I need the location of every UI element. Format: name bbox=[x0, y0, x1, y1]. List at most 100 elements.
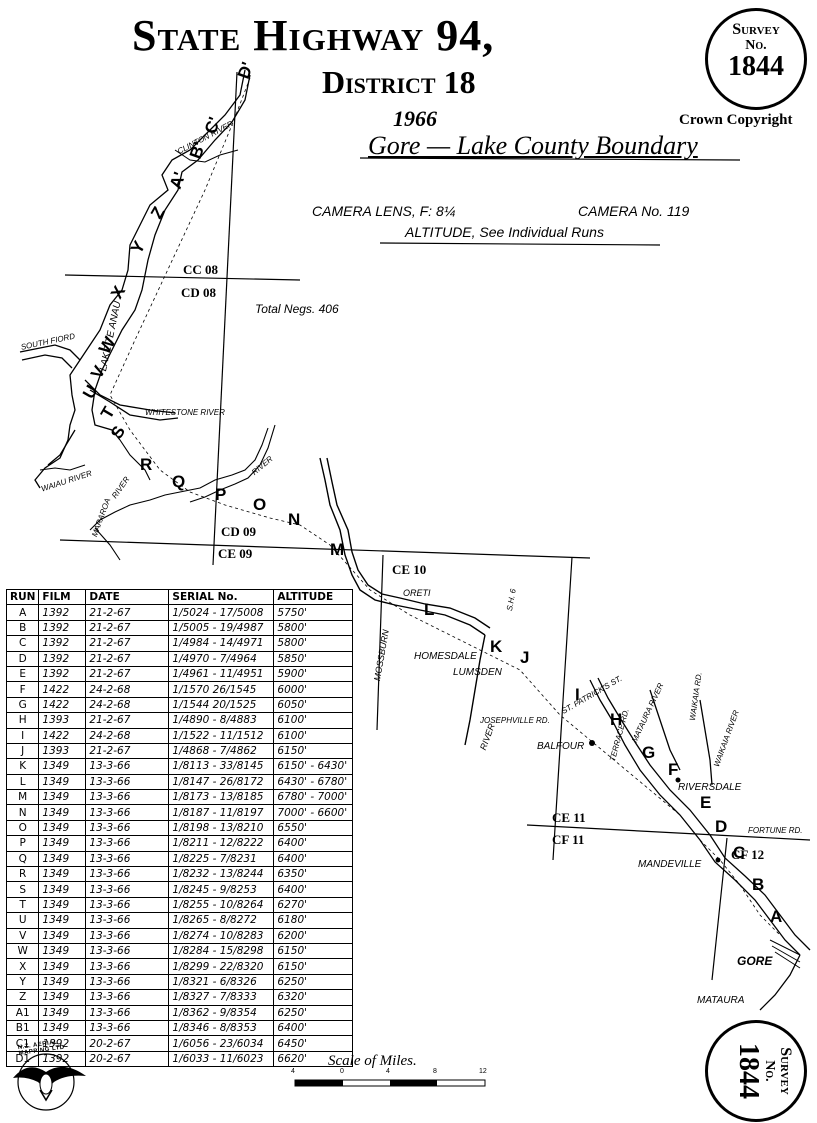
cell-altitude: 6200' bbox=[273, 927, 354, 944]
run-letter-f: F bbox=[668, 760, 678, 779]
cell-date: 24-2-68 bbox=[85, 727, 170, 744]
cell-film: 1349 bbox=[38, 758, 87, 775]
sheet-grid-lines bbox=[59, 71, 811, 981]
place-whitestone-river: WHITESTONE RIVER bbox=[145, 408, 225, 417]
cell-run: U bbox=[5, 912, 40, 929]
cell-altitude: 6000' bbox=[273, 681, 354, 698]
cell-date: 13-3-66 bbox=[85, 881, 170, 898]
place-fortune-rd: FORTUNE RD. bbox=[748, 826, 803, 835]
cell-serial: 1/8299 - 22/8320 bbox=[168, 958, 275, 975]
cell-run: L bbox=[5, 773, 40, 791]
run-letter-e: E bbox=[700, 793, 711, 812]
cell-run: H bbox=[5, 712, 40, 729]
sheet-label-cf12: CF 12 bbox=[731, 847, 765, 862]
cell-film: 1422 bbox=[38, 727, 87, 744]
cell-serial: 1/8346 - 8/8353 bbox=[168, 1019, 275, 1037]
title-text: State Highway 94 bbox=[132, 11, 483, 60]
cell-run: W bbox=[5, 942, 40, 960]
run-letter-aprime: A' bbox=[166, 170, 189, 192]
cell-date: 21-2-67 bbox=[85, 604, 170, 621]
cell-film: 1349 bbox=[38, 896, 87, 914]
cell-altitude: 6350' bbox=[273, 866, 354, 883]
logo-graphic bbox=[13, 1053, 86, 1111]
run-letter-b: B bbox=[752, 875, 764, 894]
cell-serial: 1/8113 - 33/8145 bbox=[168, 758, 275, 775]
clinton-river bbox=[174, 149, 239, 163]
cell-date: 20-2-67 bbox=[85, 1035, 170, 1052]
cell-date: 13-3-66 bbox=[85, 973, 170, 991]
cell-date: 13-3-66 bbox=[85, 819, 170, 837]
scale-tick-0: 4 bbox=[291, 1068, 295, 1075]
place-josephville: JOSEPHVILLE RD. bbox=[480, 716, 550, 725]
cell-serial: 1/8225 - 7/8231 bbox=[168, 850, 275, 868]
cell-run: Z bbox=[5, 989, 40, 1006]
cell-altitude: 5900' bbox=[273, 665, 354, 683]
district-label: District 18 bbox=[322, 64, 476, 100]
run-letter-y: Y bbox=[127, 237, 149, 257]
total-negatives-label: Total Negs. 406 bbox=[255, 302, 339, 316]
run-letter-p: P bbox=[215, 485, 226, 504]
cell-serial: 1/6033 - 11/6023 bbox=[168, 1050, 275, 1068]
cell-serial: 1/6056 - 23/6034 bbox=[168, 1035, 275, 1052]
cell-run: B bbox=[5, 619, 40, 637]
cell-film: 1392 bbox=[38, 665, 87, 683]
run-letter-d: D bbox=[715, 817, 727, 836]
cell-run: D1 bbox=[5, 1050, 40, 1068]
cell-altitude: 5850' bbox=[273, 650, 354, 667]
cell-serial: 1/8362 - 9/8354 bbox=[168, 1004, 275, 1021]
cell-altitude: 6150' - 6430' bbox=[273, 758, 354, 775]
run-letter-k: K bbox=[490, 637, 503, 656]
cell-film: 1349 bbox=[38, 973, 87, 991]
run-letter-s: S bbox=[107, 423, 129, 442]
cell-altitude: 6100' bbox=[273, 727, 354, 744]
place-mataura: MATAURA bbox=[697, 995, 745, 1006]
oreti-river bbox=[319, 457, 491, 746]
cell-run: N bbox=[5, 804, 40, 821]
cell-date: 24-2-68 bbox=[85, 681, 170, 698]
header-run: RUN bbox=[5, 588, 40, 606]
cell-altitude: 5800' bbox=[273, 635, 354, 652]
run-letter-z: Z bbox=[147, 204, 169, 222]
run-letter-m: M bbox=[330, 540, 344, 559]
cell-run: S bbox=[5, 881, 40, 898]
cell-date: 13-3-66 bbox=[85, 835, 170, 852]
cell-altitude: 6270' bbox=[273, 896, 354, 914]
cell-run: K bbox=[5, 758, 40, 775]
cell-run: O bbox=[5, 819, 40, 837]
cell-film: 1392 bbox=[38, 619, 87, 637]
cell-serial: 1/8321 - 6/8326 bbox=[168, 973, 275, 991]
cell-date: 13-3-66 bbox=[85, 773, 170, 791]
copyright-label: Crown Copyright bbox=[679, 112, 793, 128]
cell-altitude: 6100' bbox=[273, 712, 354, 729]
lake-te-anau-shoreline bbox=[19, 69, 251, 489]
cell-altitude: 6050' bbox=[273, 696, 354, 714]
title-comma: , bbox=[482, 11, 495, 60]
cell-date: 13-3-66 bbox=[85, 850, 170, 868]
cell-film: 1349 bbox=[38, 942, 87, 960]
run-letter-u: U bbox=[79, 382, 102, 402]
cell-serial: 1/4961 - 11/4951 bbox=[168, 665, 275, 683]
cell-date: 21-2-67 bbox=[85, 635, 170, 652]
cell-film: 1349 bbox=[38, 881, 87, 898]
cell-serial: 1/8255 - 10/8264 bbox=[168, 896, 275, 914]
cell-run: I bbox=[5, 727, 40, 744]
seal-bottom-line1: Survey bbox=[777, 1047, 794, 1095]
cell-run: M bbox=[5, 789, 40, 806]
cell-run: V bbox=[5, 927, 40, 944]
cell-altitude: 5750' bbox=[273, 604, 354, 621]
sheet-label-ce11: CE 11 bbox=[552, 810, 586, 825]
cell-altitude: 6250' bbox=[273, 973, 354, 991]
cell-film: 1393 bbox=[38, 742, 87, 760]
cell-serial: 1/8147 - 26/8172 bbox=[168, 773, 275, 791]
run-letter-n: N bbox=[288, 510, 300, 529]
